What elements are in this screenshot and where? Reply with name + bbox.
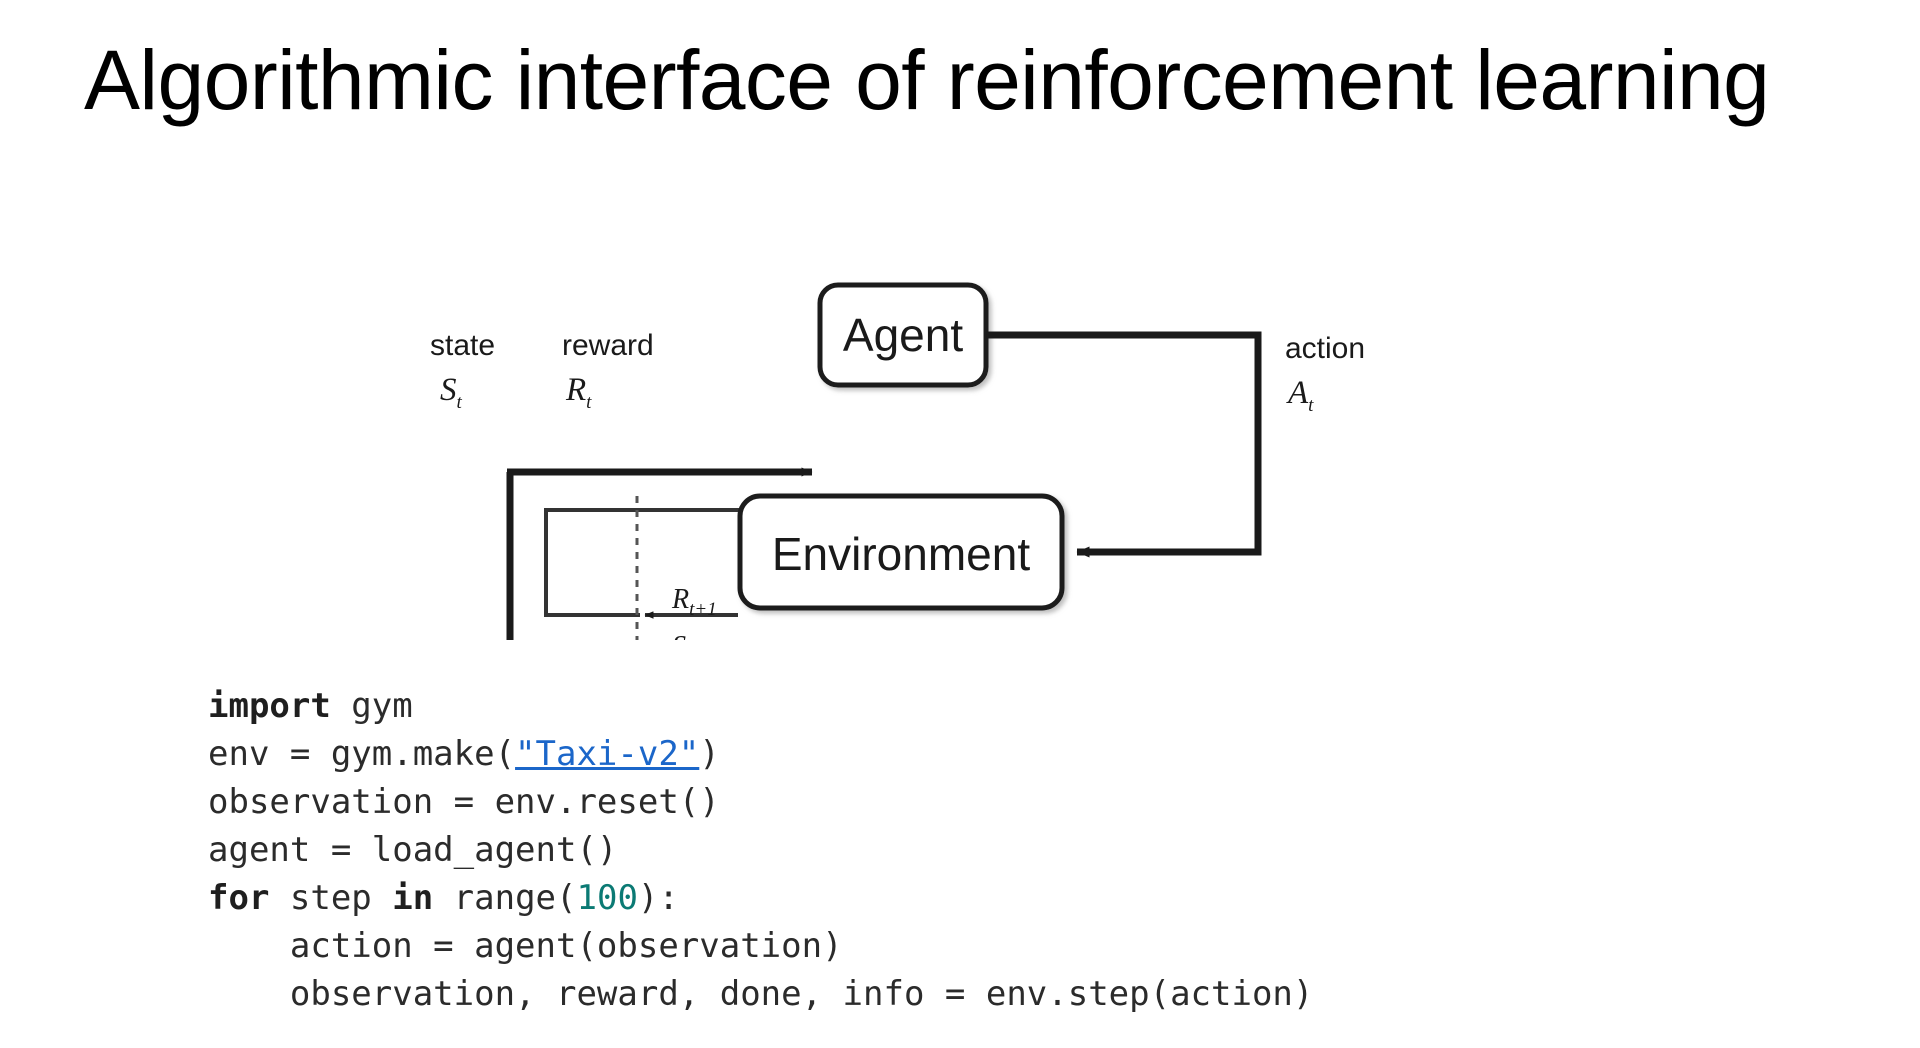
node-agent: Agent — [817, 282, 989, 388]
code-token: env = gym.make( — [208, 734, 516, 774]
code-token: ): — [637, 878, 679, 918]
page-title: Algorithmic interface of reinforcement l… — [84, 33, 1770, 127]
code-token: in — [392, 878, 434, 918]
code-token: gym — [330, 686, 413, 726]
code-line: action = agent(observation) — [208, 922, 1313, 970]
code-line: observation, reward, done, info = env.st… — [208, 970, 1314, 1018]
label-next-state-symbol: St+1 — [672, 631, 714, 640]
agent-environment-diagram: Agent Environment state St — [0, 200, 1920, 640]
label-action-symbol: At — [1286, 375, 1314, 416]
label-next-reward-symbol: Rt+1 — [671, 584, 717, 620]
label-state-symbol: St — [440, 372, 463, 413]
code-token: ) — [699, 734, 720, 774]
code-token: import — [208, 686, 331, 726]
code-token: observation, reward, done, info = env.st… — [208, 974, 1314, 1014]
node-environment-label: Environment — [772, 528, 1030, 580]
label-state-word: state — [430, 329, 495, 362]
code-token: step — [269, 878, 393, 918]
label-reward-word: reward — [562, 329, 654, 362]
code-token: agent = load_agent() — [208, 830, 618, 870]
code-line: import gym — [208, 682, 1313, 730]
code-token: action = agent(observation) — [208, 926, 843, 966]
code-line: agent = load_agent() — [208, 826, 1313, 874]
code-token: for — [208, 878, 270, 918]
code-line: env = gym.make("Taxi-v2") — [208, 730, 1313, 778]
code-line: for step in range(100): — [208, 874, 1313, 922]
code-token: range( — [433, 878, 577, 918]
edge-action-path — [986, 331, 1262, 558]
code-token: 100 — [576, 878, 638, 918]
edge-state-path — [506, 467, 813, 640]
code-link[interactable]: "Taxi-v2" — [515, 734, 700, 774]
node-agent-label: Agent — [843, 309, 963, 361]
label-reward-symbol: Rt — [565, 372, 592, 413]
label-action-word: action — [1285, 332, 1365, 365]
node-environment: Environment — [737, 493, 1065, 611]
code-token: observation = env.reset() — [208, 782, 720, 822]
code-line: observation = env.reset() — [208, 778, 1313, 826]
